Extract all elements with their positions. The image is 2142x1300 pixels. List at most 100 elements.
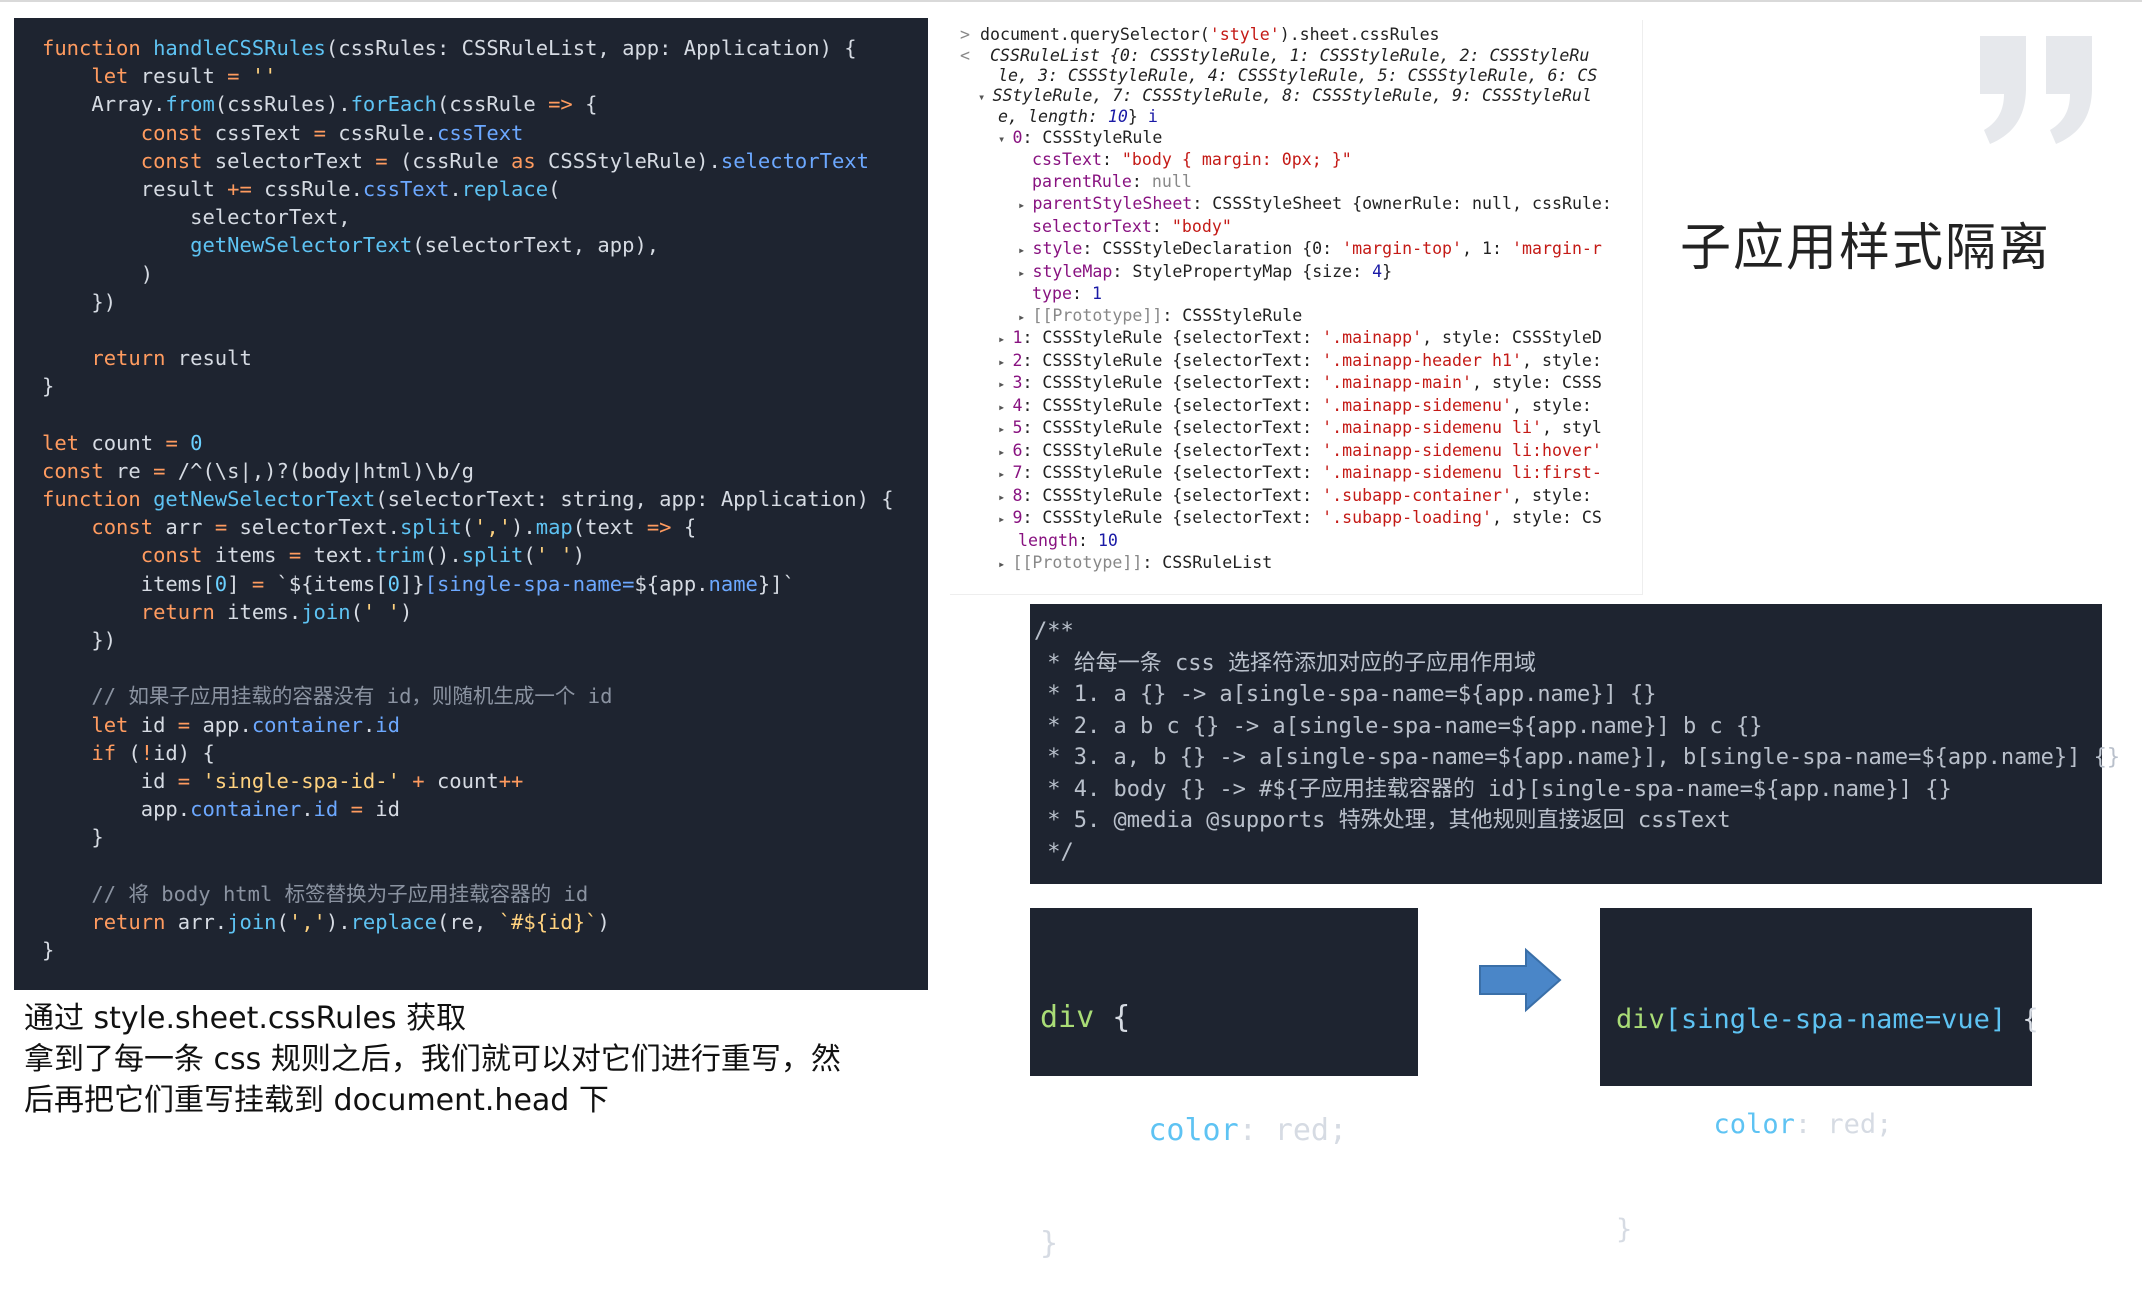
console-token: parentRule: [1032, 172, 1132, 191]
code-token: cssText: [437, 120, 524, 145]
code-token: // 将 body html 标签替换为子应用挂载容器的 id: [91, 881, 589, 906]
code-token: [single-spa-name=: [424, 571, 635, 596]
console-line[interactable]: ▾ 0: CSSStyleRule: [998, 127, 1162, 149]
expand-triangle-icon[interactable]: ▸: [998, 355, 1013, 369]
console-line[interactable]: selectorText: "body": [1032, 216, 1232, 238]
expand-triangle-icon[interactable]: ▾: [998, 132, 1013, 146]
console-line[interactable]: type: 1: [1032, 283, 1102, 305]
console-token: , style:: [1512, 486, 1592, 505]
expand-triangle-icon[interactable]: ▸: [998, 512, 1013, 526]
code-line: }): [42, 626, 928, 654]
code-token: [338, 797, 350, 821]
after-attribute-selector: [single-spa-name=vue]: [1664, 1004, 2007, 1035]
code-token: `${items[: [264, 571, 388, 596]
devtools-console-output[interactable]: > document.querySelector('style').sheet.…: [950, 20, 1643, 595]
expand-triangle-icon[interactable]: ▸: [1018, 310, 1033, 324]
console-line[interactable]: e, length: 10} i: [998, 106, 1158, 128]
console-line[interactable]: ▾ SStyleRule, 7: CSSStyleRule, 8: CSSSty…: [978, 85, 1592, 107]
console-token: document.querySelector(: [979, 25, 1210, 44]
console-line[interactable]: ▸ [[Prototype]]: CSSRuleList: [998, 552, 1272, 574]
code-token: app.: [42, 797, 191, 822]
code-token: 0: [214, 571, 228, 596]
code-token: cssRule.: [251, 176, 363, 201]
expand-triangle-icon[interactable]: ▸: [998, 490, 1013, 504]
before-open-brace: {: [1094, 1000, 1131, 1035]
expand-triangle-icon[interactable]: ▾: [978, 90, 993, 104]
code-token: id: [42, 768, 178, 793]
code-token: map: [535, 515, 573, 540]
code-token: const: [91, 515, 154, 540]
code-token: +=: [227, 176, 252, 201]
expand-triangle-icon[interactable]: ▸: [1018, 266, 1033, 280]
code-line: [42, 654, 928, 682]
code-token: [178, 431, 190, 455]
code-line: let id = app.container.id: [42, 711, 928, 739]
console-line[interactable]: parentRule: null: [1032, 171, 1192, 193]
console-token: : CSSStyleRule {selectorText:: [1022, 441, 1323, 460]
after-close-brace: }: [1616, 1214, 1633, 1245]
code-token: // 如果子应用挂载的容器没有 id，则随机生成一个 id: [91, 684, 613, 709]
expand-triangle-icon[interactable]: ▸: [998, 467, 1013, 481]
console-line[interactable]: ▸ styleMap: StylePropertyMap {size: 4}: [1018, 261, 1392, 283]
code-line: const cssText = cssRule.cssText: [42, 119, 928, 147]
console-token: , style: CSSStyleD: [1422, 328, 1602, 347]
console-line[interactable]: ▸ 3: CSSStyleRule {selectorText: '.maina…: [998, 372, 1602, 394]
code-token: .: [362, 712, 376, 737]
code-token: '': [251, 64, 277, 89]
console-line[interactable]: ▸ 4: CSSStyleRule {selectorText: '.maina…: [998, 395, 1592, 417]
console-line[interactable]: ▸ [[Prototype]]: CSSStyleRule: [1018, 305, 1302, 327]
code-token: ',': [474, 515, 512, 540]
console-line[interactable]: < CSSRuleList {0: CSSStyleRule, 1: CSSSt…: [960, 45, 1589, 67]
console-line[interactable]: length: 10: [1018, 530, 1118, 552]
code-token: [190, 769, 202, 793]
code-token: (cssRule: [436, 92, 549, 117]
console-line[interactable]: ▸ 2: CSSStyleRule {selectorText: '.maina…: [998, 350, 1602, 372]
console-token: , styl: [1541, 418, 1602, 437]
console-token: i: [1147, 107, 1158, 126]
console-token: 'margin-r: [1512, 239, 1602, 258]
console-line[interactable]: ▸ 9: CSSStyleRule {selectorText: '.subap…: [998, 507, 1602, 529]
code-line: return arr.join(',').replace(re, `#${id}…: [42, 908, 928, 936]
after-open-brace: {: [2006, 1004, 2039, 1035]
code-token: .: [449, 176, 462, 201]
code-token: [42, 121, 141, 145]
before-close-brace: }: [1040, 1226, 1059, 1261]
code-panel-before: div { color: red; }: [1030, 908, 1418, 1261]
expand-triangle-icon[interactable]: ▸: [998, 332, 1013, 346]
after-line-2: color: red;: [1616, 1103, 2032, 1146]
code-token: join: [301, 599, 351, 624]
console-line[interactable]: le, 3: CSSStyleRule, 4: CSSStyleRule, 5:…: [998, 65, 1597, 87]
expand-triangle-icon[interactable]: ▸: [998, 557, 1013, 571]
expand-triangle-icon[interactable]: ▸: [998, 445, 1013, 459]
expand-triangle-icon[interactable]: ▸: [998, 400, 1013, 414]
console-token: length: [1018, 531, 1078, 550]
code-token: arr: [153, 515, 215, 540]
console-line[interactable]: ▸ 1: CSSStyleRule {selectorText: '.maina…: [998, 327, 1602, 349]
expand-triangle-icon[interactable]: ▸: [1018, 243, 1033, 257]
console-token: : CSSStyleRule {selectorText:: [1022, 396, 1323, 415]
code-token: items: [202, 543, 289, 568]
console-line[interactable]: ▸ style: CSSStyleDeclaration {0: 'margin…: [1018, 238, 1602, 260]
expand-triangle-icon[interactable]: ▸: [1018, 198, 1033, 212]
console-line[interactable]: ▸ 6: CSSStyleRule {selectorText: '.maina…: [998, 440, 1602, 462]
code-token: getNewSelectorText: [190, 233, 413, 258]
code-line: getNewSelectorText(selectorText, app),: [42, 231, 928, 259]
console-line[interactable]: ▸ 8: CSSStyleRule {selectorText: '.subap…: [998, 485, 1592, 507]
code-line: selectorText,: [42, 203, 928, 231]
console-line[interactable]: > document.querySelector('style').sheet.…: [960, 24, 1440, 46]
console-line[interactable]: ▸ 5: CSSStyleRule {selectorText: '.maina…: [998, 417, 1602, 439]
before-line-3: }: [1040, 1222, 1418, 1265]
console-token: CSSRuleList {0: CSSStyleRule, 1: CSSStyl…: [979, 46, 1590, 65]
expand-triangle-icon[interactable]: ▸: [998, 377, 1013, 391]
console-line[interactable]: ▸ 7: CSSStyleRule {selectorText: '.maina…: [998, 462, 1602, 484]
console-token: : CSSStyleRule {selectorText:: [1022, 486, 1323, 505]
console-line[interactable]: cssText: "body { margin: 0px; }": [1032, 149, 1352, 171]
code-line: }: [42, 936, 928, 964]
code-token: 0: [190, 430, 203, 455]
expand-triangle-icon[interactable]: ▸: [998, 422, 1013, 436]
console-token: >: [960, 25, 980, 44]
console-line[interactable]: ▸ parentStyleSheet: CSSStyleSheet {owner…: [1018, 193, 1612, 215]
code-token: function: [42, 487, 141, 511]
console-token: 4: [1012, 396, 1023, 415]
comment-line: /**: [1034, 619, 1074, 644]
